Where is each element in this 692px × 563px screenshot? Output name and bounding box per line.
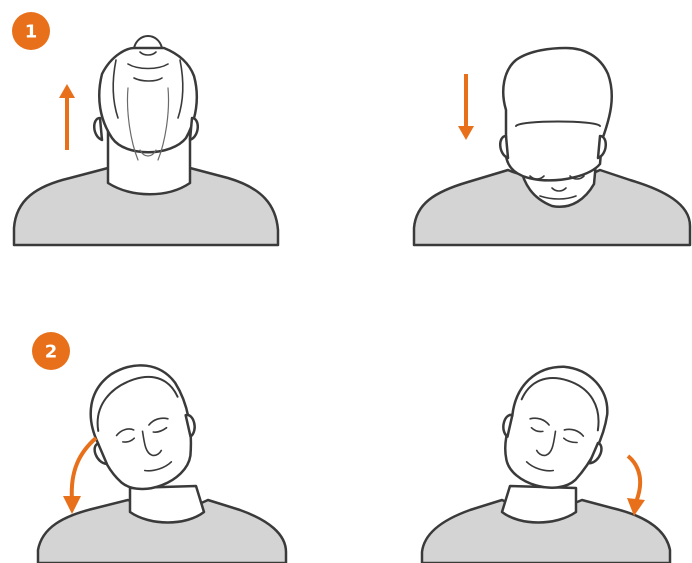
step-2-number: 2 (45, 342, 58, 363)
figure-head-tilted-down (414, 48, 690, 245)
curved-arrow-down-left-icon (63, 438, 96, 514)
curved-arrow-down-right-icon (627, 456, 645, 516)
arrow-up-icon (59, 84, 75, 150)
figure-head-tilted-left (38, 353, 286, 563)
step-1-badge: 1 (12, 12, 50, 50)
step-1-number: 1 (25, 22, 38, 43)
arrow-down-icon (458, 74, 474, 140)
step-2-badge: 2 (32, 332, 70, 370)
figure-head-tilted-up (14, 36, 278, 245)
